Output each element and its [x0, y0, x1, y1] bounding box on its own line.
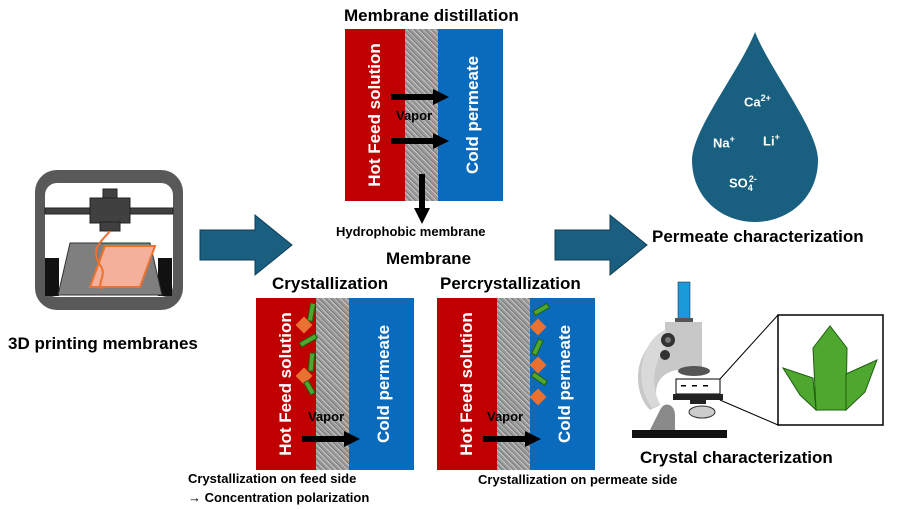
- vapor-arrow-icon: [483, 431, 541, 447]
- permeate-region: [438, 29, 503, 201]
- process-arrow-left: [199, 213, 293, 277]
- ion-subscript: 4: [747, 182, 753, 193]
- crystal-deposits-icon: [529, 302, 551, 406]
- ion-ca: Ca2+: [744, 93, 771, 109]
- ion-na: Na+: [713, 134, 735, 150]
- ion-symbol: Li: [763, 133, 775, 149]
- feed-region: [345, 29, 405, 201]
- feed-label: Hot Feed solution: [457, 312, 476, 456]
- feed-label: Hot Feed solution: [365, 43, 384, 187]
- percrystallization-title: Percrystallization: [440, 274, 581, 293]
- crystallization-panel: Hot Feed solution Cold permeate Vapor: [256, 298, 414, 470]
- hydrophobic-membrane-label: Hydrophobic membrane: [336, 224, 486, 239]
- vapor-arrow-icon: [302, 431, 360, 447]
- ion-li: Li+: [763, 132, 780, 148]
- ion-symbol: Ca: [744, 94, 761, 110]
- membrane-region: [405, 29, 438, 201]
- ion-symbol: SO: [729, 175, 748, 191]
- microscope-icon: [632, 281, 884, 438]
- printer-label: 3D printing membranes: [8, 334, 198, 353]
- ion-charge: +: [729, 134, 735, 144]
- md-panel: Hot Feed solution Cold permeate Vapor: [345, 29, 503, 224]
- md-title: Membrane distillation: [344, 6, 519, 25]
- membrane-heading: Membrane: [386, 249, 472, 268]
- permeate-region: [349, 298, 414, 470]
- vapor-label: Vapor: [396, 108, 433, 123]
- permeate-characterization-label: Permeate characterization: [652, 227, 864, 246]
- percrystallization-caption: Crystallization on permeate side: [478, 472, 678, 487]
- crystallization-caption-1: Crystallization on feed side: [188, 471, 357, 486]
- vapor-label: Vapor: [308, 409, 345, 424]
- percrystallization-panel: Hot Feed solution Cold permeate Vapor: [437, 298, 595, 470]
- crystal-deposits-icon: [295, 302, 318, 396]
- ion-so4: SO42-: [729, 174, 757, 193]
- vapor-arrow-icon: [391, 89, 449, 105]
- vapor-label: Vapor: [487, 409, 524, 424]
- down-arrow-icon: [414, 174, 430, 224]
- ion-charge: 2-: [748, 174, 757, 184]
- ion-symbol: Na: [713, 135, 730, 151]
- crystal-icon: [781, 325, 878, 412]
- process-arrow-right: [554, 213, 648, 277]
- permeate-label: Cold permeate: [463, 55, 482, 175]
- vapor-arrow-icon: [391, 133, 449, 149]
- 3d-printer-icon: [35, 170, 183, 310]
- ion-charge: 2+: [760, 93, 771, 103]
- crystallization-title: Crystallization: [272, 274, 389, 293]
- crystal-characterization-label: Crystal characterization: [640, 448, 833, 467]
- ion-charge: +: [774, 132, 780, 142]
- crystallization-caption-2: → Concentration polarization: [188, 490, 370, 505]
- water-drop-icon: [692, 32, 818, 222]
- permeate-label: Cold permeate: [374, 324, 393, 444]
